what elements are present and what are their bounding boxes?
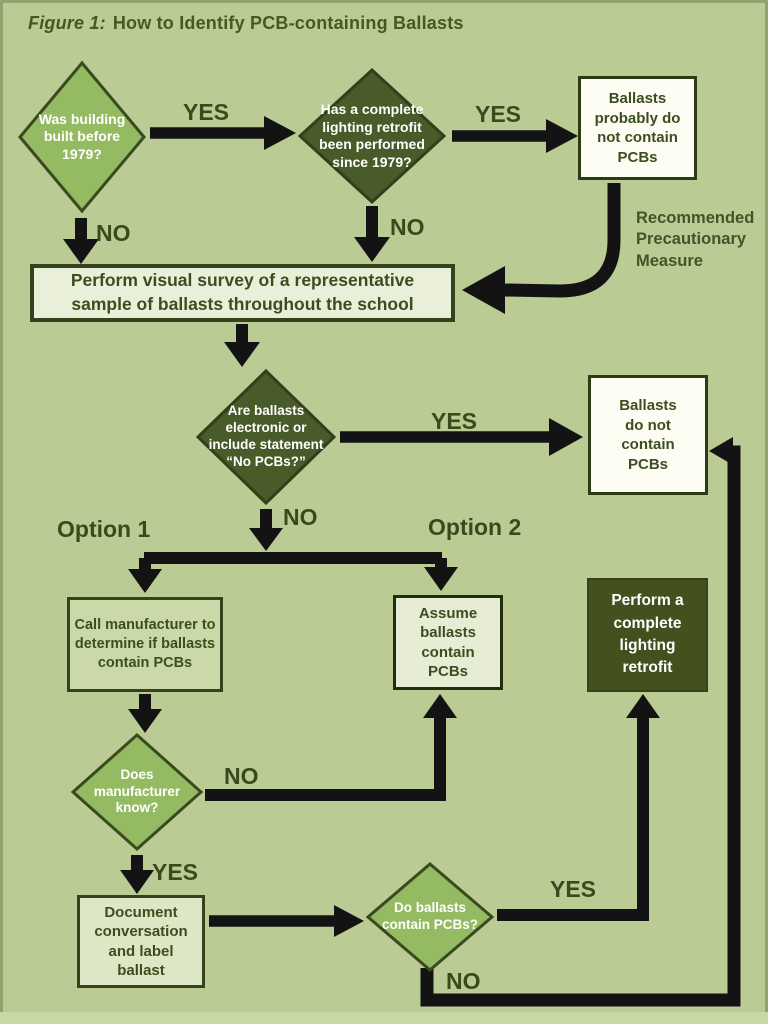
label-d1-no: NO: [96, 220, 131, 246]
arrow-document-right: [209, 905, 364, 937]
arrow-d5-no: [420, 437, 741, 1007]
figure-number-label: Figure 1:: [28, 13, 106, 33]
arrow-survey-down: [224, 324, 260, 367]
label-d5-no: NO: [446, 968, 481, 994]
label-d4-yes: YES: [152, 859, 199, 885]
label-d3-yes: YES: [431, 408, 478, 434]
decision-ballasts-contain-pcbs: Do ballasts contain PCBs?: [364, 860, 496, 974]
decision-contain-text: Do ballasts contain PCBs?: [381, 900, 478, 932]
label-option1: Option 1: [57, 516, 151, 542]
box-probably-no-pcbs: Ballasts probably do not contain PCBs: [578, 76, 697, 180]
box-call-manufacturer: Call manufacturer to determine if ballas…: [67, 597, 223, 692]
decision-electronic-text: Are ballasts electronic or include state…: [208, 403, 324, 469]
box-perform-retrofit: Perform a complete lighting retrofit: [587, 578, 708, 692]
arrow-d5-yes: [497, 694, 660, 921]
arrow-d1-no: [63, 218, 99, 264]
label-option2: Option 2: [428, 514, 522, 540]
box-no-pcbs: Ballasts do not contain PCBs: [588, 375, 708, 495]
arrow-d2-yes: [452, 119, 578, 153]
figure-title-text: How to Identify PCB-containing Ballasts: [112, 13, 464, 33]
arrow-d2-no: [354, 206, 390, 262]
decision-retrofit-text: Has a complete lighting retrofit been pe…: [319, 101, 425, 170]
arrow-call-down: [128, 694, 162, 733]
label-d3-no: NO: [283, 504, 318, 530]
label-d2-yes: YES: [475, 101, 522, 127]
arrow-d4-yes: [120, 855, 154, 894]
label-d5-yes: YES: [550, 876, 597, 902]
decision-building-before-1979: Was building built before 1979?: [16, 59, 148, 215]
figure-title: Figure 1: How to Identify PCB-containing …: [28, 13, 464, 34]
arrow-d4-no: [205, 694, 457, 801]
box-assume-pcbs: Assume ballasts contain PCBs: [393, 595, 503, 690]
arrow-d3-no: [249, 509, 283, 551]
decision-electronic-or-statement: Are ballasts electronic or include state…: [194, 367, 338, 507]
decision-manufacturer-knows: Does manufacturer know?: [69, 731, 205, 853]
label-d2-no: NO: [390, 214, 425, 240]
arrow-d3-yes: [340, 418, 583, 456]
bottom-edge: [0, 1012, 768, 1024]
box-visual-survey: Perform visual survey of a representativ…: [30, 264, 455, 322]
arrow-d1-yes: [150, 116, 296, 150]
arrow-option-split: [128, 552, 458, 593]
decision-manufacturer-text: Does manufacturer know?: [93, 766, 181, 816]
label-d4-no: NO: [224, 763, 259, 789]
arrow-precautionary-curve: [462, 183, 621, 314]
decision-building-text: Was building built before 1979?: [38, 110, 126, 162]
box-document-label: Document conversation and label ballast: [77, 895, 205, 988]
decision-retrofit-since-1979: Has a complete lighting retrofit been pe…: [296, 66, 448, 206]
label-d1-yes: YES: [183, 99, 230, 125]
label-precautionary-note: Recommended Precautionary Measure: [636, 209, 755, 270]
